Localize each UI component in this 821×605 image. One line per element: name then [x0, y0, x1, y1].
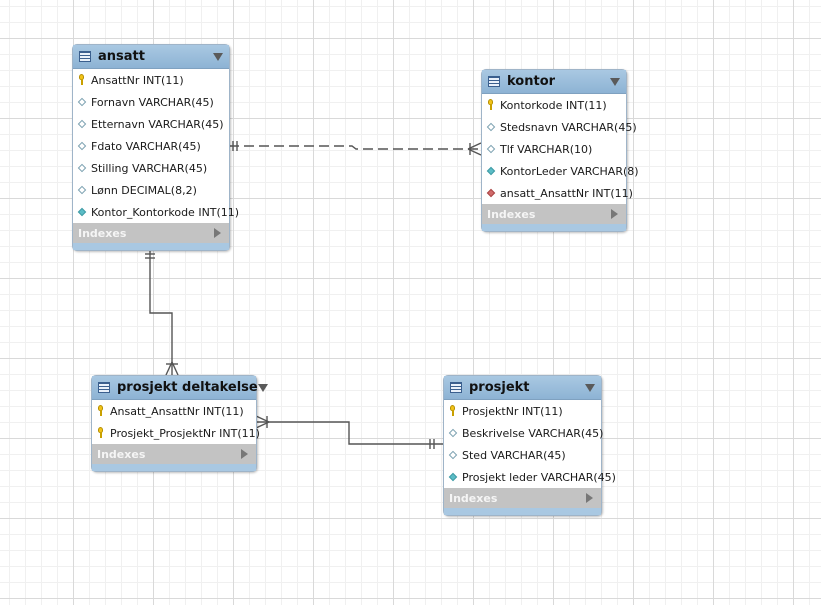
column-list: AnsattNr INT(11) Fornavn VARCHAR(45) Ett…	[73, 69, 239, 223]
column-label: Beskrivelse VARCHAR(45)	[462, 426, 604, 440]
entity-bottom-strip	[73, 243, 229, 250]
column-row[interactable]: Stilling VARCHAR(45)	[73, 157, 229, 179]
foreign-key-icon	[448, 472, 458, 482]
column-row[interactable]: AnsattNr INT(11)	[73, 69, 229, 91]
column-icon	[77, 119, 87, 129]
primary-key-icon	[486, 99, 496, 110]
relationship-ansatt-deltakelse	[149, 249, 173, 375]
column-icon	[77, 163, 87, 173]
column-label: Tlf VARCHAR(10)	[500, 142, 593, 156]
column-row[interactable]: Prosjekt_ProsjektNr INT(11)	[92, 422, 260, 444]
column-row[interactable]: Prosjekt leder VARCHAR(45)	[444, 466, 616, 488]
entity-header[interactable]: kontor	[482, 70, 626, 94]
column-label: Fdato VARCHAR(45)	[91, 139, 201, 153]
indexes-section[interactable]: Indexes	[482, 204, 626, 224]
column-label: Sted VARCHAR(45)	[462, 448, 566, 462]
column-label: Prosjekt leder VARCHAR(45)	[462, 470, 616, 484]
column-icon	[448, 428, 458, 438]
red-foreign-key-icon	[486, 188, 496, 198]
column-label: Kontorkode INT(11)	[500, 98, 607, 112]
chevron-down-icon[interactable]	[585, 383, 595, 392]
expand-arrow-icon[interactable]	[586, 493, 593, 503]
column-label: AnsattNr INT(11)	[91, 73, 184, 87]
column-row[interactable]: Stedsnavn VARCHAR(45)	[482, 116, 637, 138]
crow-foot	[165, 361, 179, 376]
chevron-down-icon[interactable]	[257, 383, 268, 392]
relationship-ansatt-kontor	[229, 145, 481, 150]
entity-prosjekt[interactable]: prosjekt ProsjektNr INT(11) Beskrivelse …	[443, 375, 616, 516]
entity-ansatt[interactable]: ansatt AnsattNr INT(11) Fornavn VARCHAR(…	[72, 44, 239, 251]
column-row[interactable]: Kontor_Kontorkode INT(11)	[73, 201, 239, 223]
entity-prosjekt-deltakelse[interactable]: prosjekt deltakelse Ansatt_AnsattNr INT(…	[91, 375, 268, 472]
entity-bottom-strip	[444, 508, 601, 515]
indexes-label: Indexes	[78, 226, 127, 240]
column-row[interactable]: Etternavn VARCHAR(45)	[73, 113, 229, 135]
indexes-section[interactable]: Indexes	[73, 223, 229, 243]
primary-key-icon	[448, 405, 458, 416]
entity-title: kontor	[507, 74, 556, 89]
entity-title: ansatt	[98, 49, 145, 64]
column-label: Prosjekt_ProsjektNr INT(11)	[110, 426, 260, 440]
table-icon	[488, 76, 500, 87]
column-icon	[448, 450, 458, 460]
column-icon	[486, 122, 496, 132]
column-row[interactable]: Beskrivelse VARCHAR(45)	[444, 422, 604, 444]
column-list: ProsjektNr INT(11) Beskrivelse VARCHAR(4…	[444, 400, 616, 488]
column-icon	[77, 141, 87, 151]
expand-arrow-icon[interactable]	[214, 228, 221, 238]
column-row[interactable]: Sted VARCHAR(45)	[444, 444, 601, 466]
column-row[interactable]: Tlf VARCHAR(10)	[482, 138, 626, 160]
entity-header[interactable]: prosjekt	[444, 376, 601, 400]
column-row[interactable]: Fdato VARCHAR(45)	[73, 135, 229, 157]
foreign-key-icon	[77, 207, 87, 217]
column-row[interactable]: ProsjektNr INT(11)	[444, 400, 601, 422]
column-row[interactable]: KontorLeder VARCHAR(8)	[482, 160, 639, 182]
column-icon	[77, 97, 87, 107]
column-label: Stedsnavn VARCHAR(45)	[500, 120, 637, 134]
column-label: ProsjektNr INT(11)	[462, 404, 563, 418]
column-row[interactable]: ansatt_AnsattNr INT(11)	[482, 182, 633, 204]
column-icon	[486, 144, 496, 154]
column-label: Lønn DECIMAL(8,2)	[91, 183, 197, 197]
column-label: Ansatt_AnsattNr INT(11)	[110, 404, 244, 418]
table-icon	[98, 382, 110, 393]
chevron-down-icon[interactable]	[610, 77, 620, 86]
entity-header[interactable]: ansatt	[73, 45, 229, 69]
column-row[interactable]: Fornavn VARCHAR(45)	[73, 91, 229, 113]
column-label: Stilling VARCHAR(45)	[91, 161, 208, 175]
indexes-label: Indexes	[97, 447, 146, 461]
entity-title: prosjekt	[469, 380, 530, 395]
primary-key-icon	[96, 427, 106, 438]
primary-key-icon	[77, 74, 87, 85]
expand-arrow-icon[interactable]	[611, 209, 618, 219]
relationship-prosjekt-deltakelse	[256, 421, 443, 445]
indexes-section[interactable]: Indexes	[444, 488, 601, 508]
indexes-label: Indexes	[487, 207, 536, 221]
column-icon	[77, 185, 87, 195]
column-label: Etternavn VARCHAR(45)	[91, 117, 224, 131]
column-label: Fornavn VARCHAR(45)	[91, 95, 214, 109]
entity-bottom-strip	[92, 464, 256, 471]
table-icon	[450, 382, 462, 393]
indexes-section[interactable]: Indexes	[92, 444, 256, 464]
entity-header[interactable]: prosjekt deltakelse	[92, 376, 268, 400]
column-row[interactable]: Kontorkode INT(11)	[482, 94, 626, 116]
column-label: Kontor_Kontorkode INT(11)	[91, 205, 240, 219]
primary-key-icon	[96, 405, 106, 416]
column-list: Kontorkode INT(11) Stedsnavn VARCHAR(45)…	[482, 94, 639, 204]
chevron-down-icon[interactable]	[213, 52, 223, 61]
expand-arrow-icon[interactable]	[241, 449, 248, 459]
foreign-key-icon	[486, 166, 496, 176]
column-label: ansatt_AnsattNr INT(11)	[500, 186, 633, 200]
table-icon	[79, 51, 91, 62]
crow-foot	[467, 142, 482, 156]
entity-kontor[interactable]: kontor Kontorkode INT(11) Stedsnavn VARC…	[481, 69, 639, 232]
column-list: Ansatt_AnsattNr INT(11) Prosjekt_Prosjek…	[92, 400, 260, 444]
indexes-label: Indexes	[449, 491, 498, 505]
column-row[interactable]: Ansatt_AnsattNr INT(11)	[92, 400, 256, 422]
column-row[interactable]: Lønn DECIMAL(8,2)	[73, 179, 229, 201]
entity-title: prosjekt deltakelse	[117, 380, 258, 395]
column-label: KontorLeder VARCHAR(8)	[500, 164, 639, 178]
entity-bottom-strip	[482, 224, 626, 231]
